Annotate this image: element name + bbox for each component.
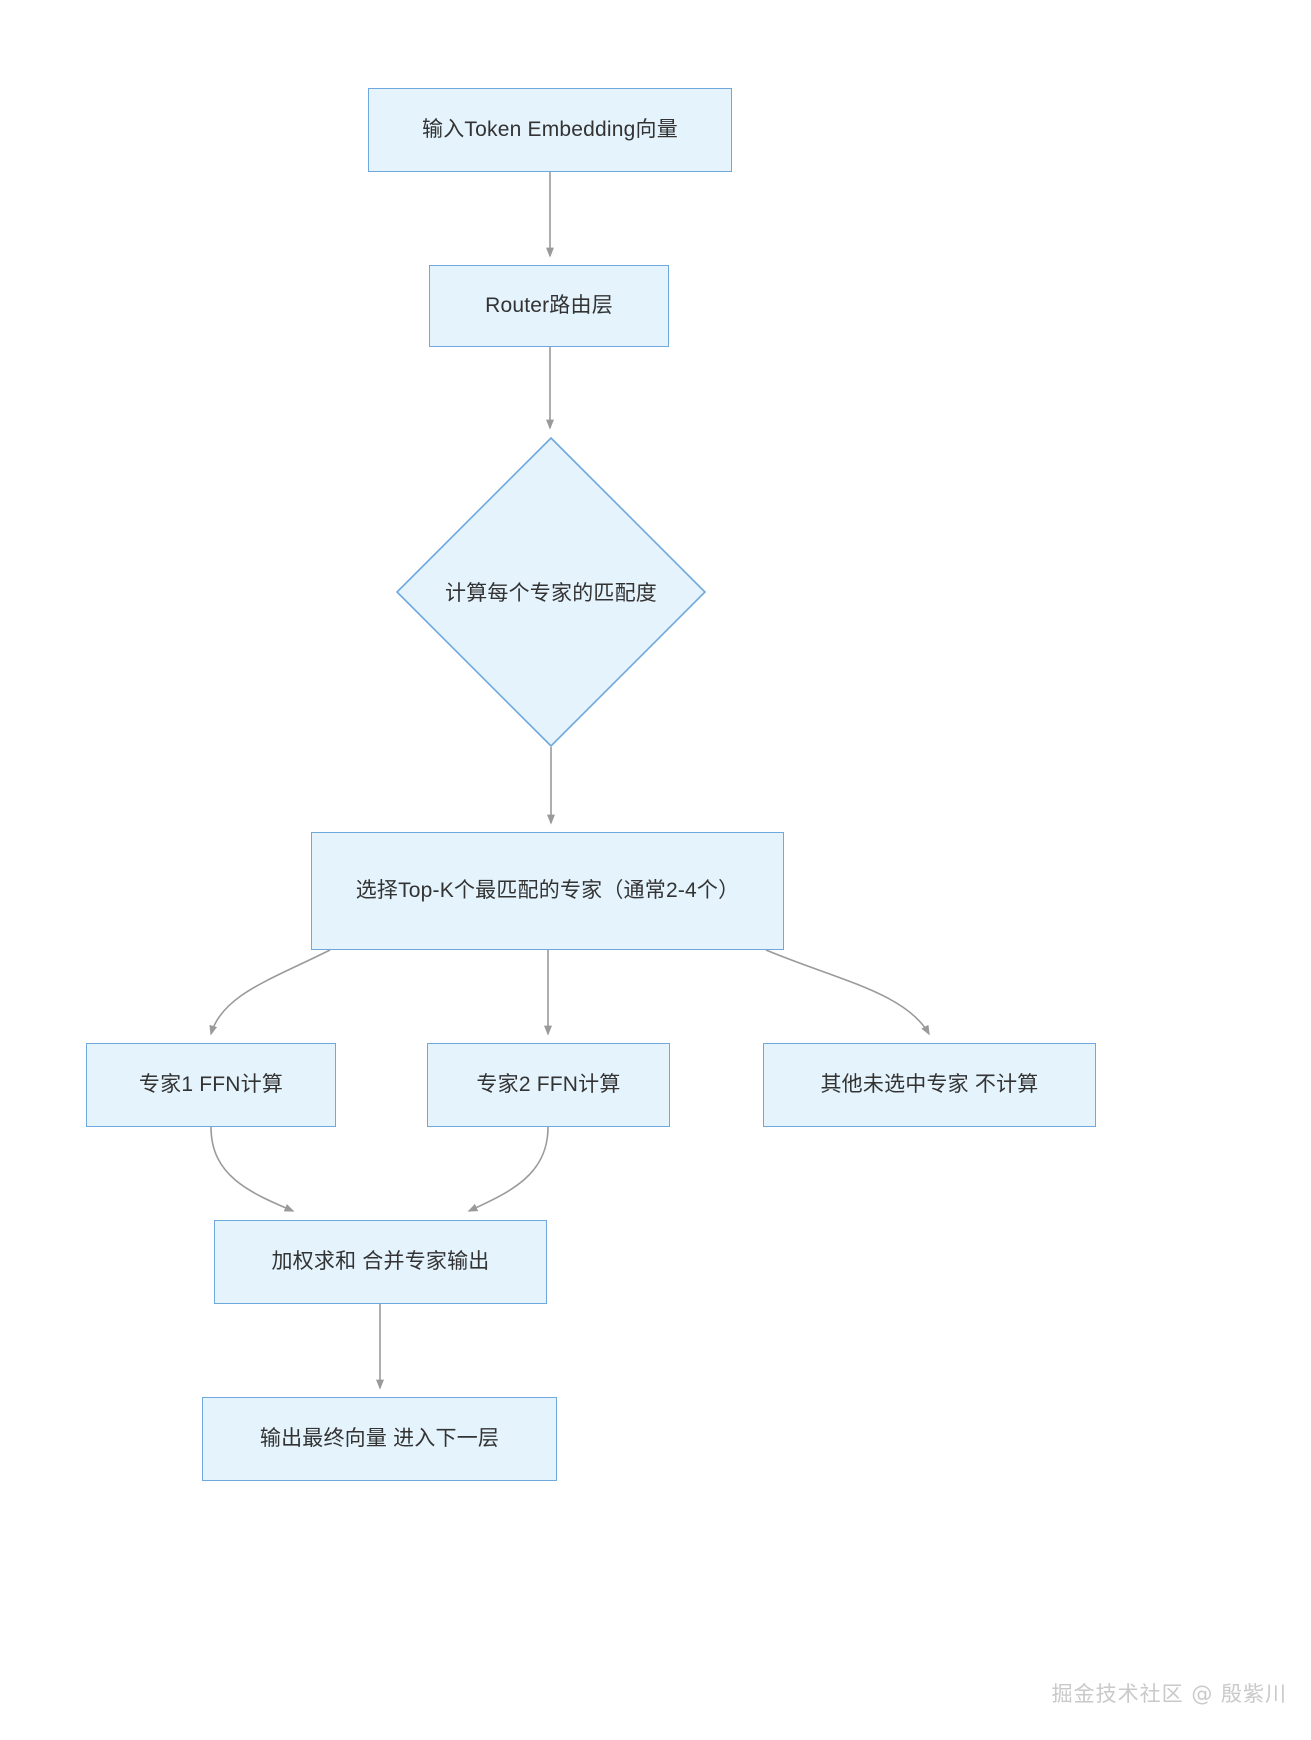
node-expert2-label: 专家2 FFN计算 <box>476 1073 621 1097</box>
node-router[interactable]: Router路由层 <box>429 265 669 347</box>
node-unselected-experts[interactable]: 其他未选中专家 不计算 <box>763 1043 1096 1127</box>
node-output[interactable]: 输出最终向量 进入下一层 <box>202 1397 557 1481</box>
node-output-label: 输出最终向量 进入下一层 <box>259 1427 500 1451</box>
node-topk-label: 选择Top-K个最匹配的专家（通常2-4个） <box>355 879 740 903</box>
node-topk[interactable]: 选择Top-K个最匹配的专家（通常2-4个） <box>311 832 784 950</box>
node-input-label: 输入Token Embedding向量 <box>422 118 678 142</box>
diamond-shape <box>396 437 706 747</box>
node-router-label: Router路由层 <box>485 294 613 318</box>
node-expert1[interactable]: 专家1 FFN计算 <box>86 1043 336 1127</box>
node-merge-outputs[interactable]: 加权求和 合并专家输出 <box>214 1220 547 1304</box>
edge-topk-expert1 <box>209 949 331 1036</box>
node-decision[interactable]: 计算每个专家的匹配度 <box>396 437 706 747</box>
edge-topk-unselected <box>765 949 930 1036</box>
node-merge-outputs-label: 加权求和 合并专家输出 <box>271 1250 490 1274</box>
node-unselected-experts-label: 其他未选中专家 不计算 <box>820 1073 1039 1097</box>
edge-expert2-merge <box>467 1126 549 1212</box>
node-input[interactable]: 输入Token Embedding向量 <box>368 88 732 172</box>
node-expert1-label: 专家1 FFN计算 <box>138 1073 284 1097</box>
watermark: 掘金技术社区 @ 殷紫川 <box>1051 1682 1287 1706</box>
node-expert2[interactable]: 专家2 FFN计算 <box>427 1043 670 1127</box>
edge-expert1-merge <box>210 1126 295 1212</box>
node-decision-label: 计算每个专家的匹配度 <box>445 582 657 605</box>
